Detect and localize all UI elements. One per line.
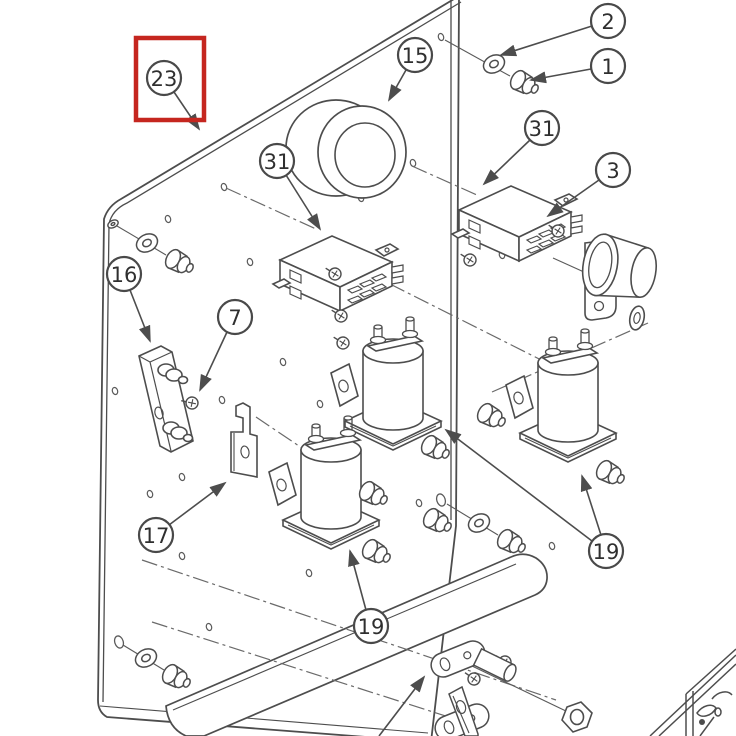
callout-2-label: 2: [601, 10, 614, 34]
callout-19-right: 19: [587, 532, 625, 570]
bottom-terminal-assembly: [426, 636, 593, 736]
callout-19-left: 19: [352, 607, 390, 645]
callout-3-label: 3: [606, 159, 619, 183]
callout-23-label: 23: [151, 67, 178, 91]
callout-31-right-label: 31: [529, 117, 556, 141]
callout-1-label: 1: [601, 55, 614, 79]
fuse-link: [230, 402, 258, 478]
cylinder-bracket: [581, 233, 657, 331]
callout-3: 3: [594, 151, 632, 189]
highlight-box: [133, 35, 207, 123]
callout-19-right-label: 19: [593, 540, 620, 564]
callout-1: 1: [589, 47, 627, 85]
corner-assembly: [649, 648, 736, 736]
callout-31-right: 31: [523, 109, 561, 147]
callout-31-left-label: 31: [264, 150, 291, 174]
callout-31-left: 31: [258, 142, 296, 180]
grommet-ring: [285, 99, 407, 199]
callout-7-label: 7: [228, 306, 241, 330]
callout-15: 15: [396, 36, 434, 74]
callout-16-label: 16: [111, 263, 138, 287]
leader-arrows: [129, 25, 602, 736]
callout-15-label: 15: [402, 44, 429, 68]
callout-17-label: 17: [143, 524, 170, 548]
callouts: 2 1 15 23 31 31 3 16: [105, 2, 632, 645]
relay-right: [451, 185, 583, 262]
callout-23: 23: [145, 59, 183, 97]
callout-7: 7: [216, 298, 254, 336]
callout-17: 17: [137, 516, 175, 554]
solenoid-right: [505, 328, 617, 463]
callout-19-left-label: 19: [358, 615, 385, 639]
terminal-block: [138, 345, 194, 453]
callout-16: 16: [105, 255, 143, 293]
callout-2: 2: [589, 2, 627, 40]
mounting-bar: [165, 553, 548, 736]
